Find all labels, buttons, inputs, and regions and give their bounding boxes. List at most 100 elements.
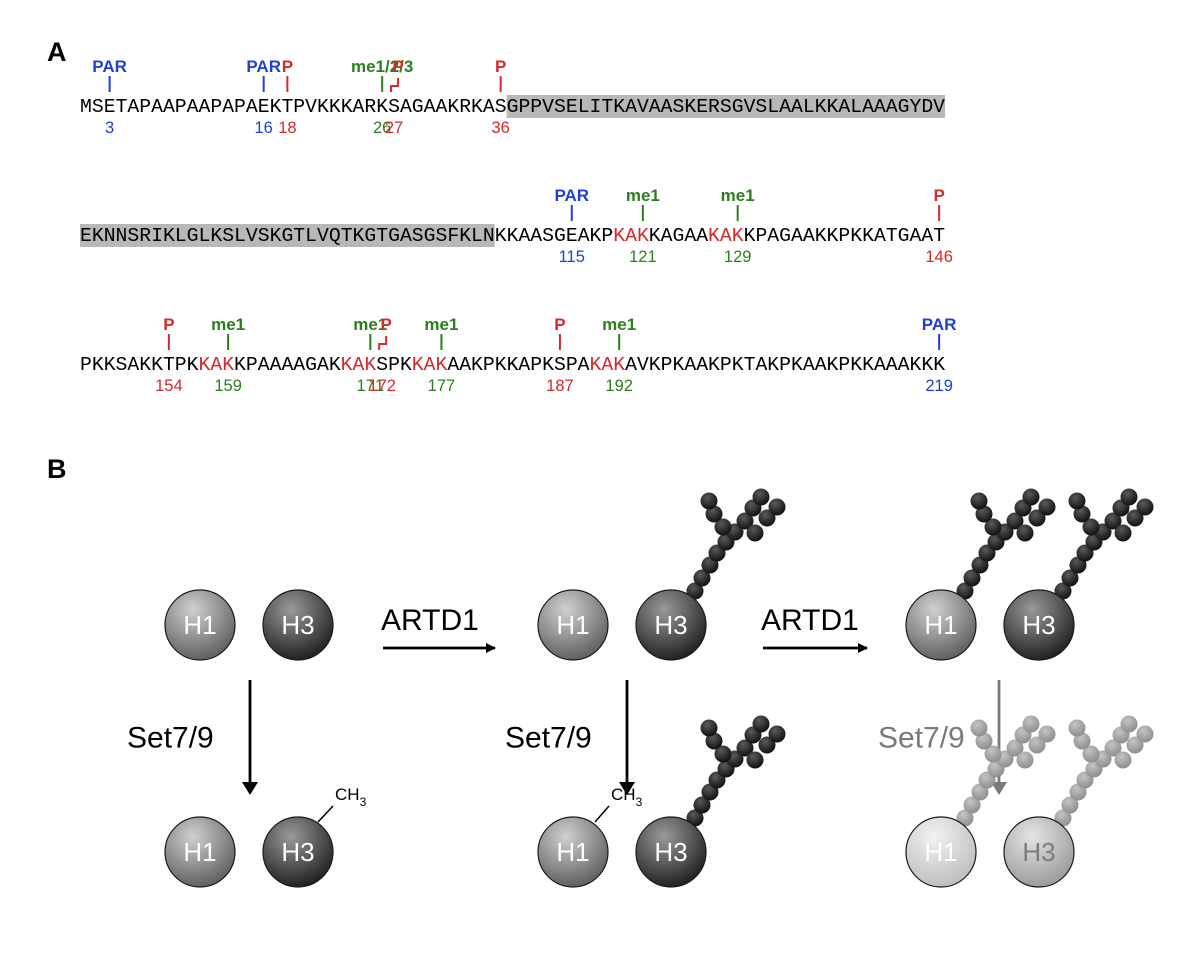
par-bead <box>1061 796 1079 814</box>
modification-mark: me1 129 <box>721 186 755 266</box>
h3-node: H3 <box>635 816 707 888</box>
residue-number: 36 <box>491 119 509 137</box>
par-bead <box>1006 739 1024 757</box>
sequence-segment: EKNNSRIKLGLKSLVSKGTLVQTKGTGASGSFKLN <box>80 225 495 247</box>
artd1-arrow-1: ARTD1 <box>381 604 496 653</box>
h1-node: H1 <box>164 589 236 661</box>
h3-node-label: H3 <box>654 837 687 867</box>
par-bead <box>736 739 754 757</box>
par-bead <box>700 719 718 737</box>
par-chain <box>956 488 1056 600</box>
h1-node: H1 <box>905 589 977 661</box>
modification-mark: me1 171 <box>353 315 387 395</box>
enzyme-label: Set7/9 <box>878 722 965 755</box>
par-bead <box>705 505 723 523</box>
mark-label: PAR <box>246 57 281 76</box>
modification-mark: P 36 <box>491 57 509 137</box>
enzyme-label: Set7/9 <box>505 722 592 755</box>
panel-a-label: A <box>47 37 67 67</box>
par-bead <box>963 796 981 814</box>
mark-label: P <box>495 57 506 76</box>
sequence-segment: KAGAA <box>649 225 709 247</box>
h3-node-circle <box>262 816 334 888</box>
h1-node-faded-label: H1 <box>924 837 957 867</box>
par-bead <box>1082 745 1100 763</box>
par-bead <box>1126 509 1144 527</box>
arrow-head <box>991 782 1007 795</box>
par-bead <box>768 498 786 516</box>
h1-node: H1 <box>537 589 609 661</box>
artd1-arrow-2: ARTD1 <box>761 604 868 653</box>
modification-mark: P18 <box>278 57 296 137</box>
par-bead <box>752 715 770 733</box>
par-chain <box>686 488 786 600</box>
h3-node-circle <box>1003 589 1075 661</box>
residue-number: 16 <box>254 119 272 137</box>
mark-tick <box>390 78 400 92</box>
par-bead <box>975 732 993 750</box>
residue-number: 18 <box>278 119 296 137</box>
residue-number: 172 <box>368 377 396 395</box>
par-bead <box>752 488 770 506</box>
h3-node: H3 <box>635 589 707 661</box>
residue-number: 187 <box>546 377 574 395</box>
residue-number: 171 <box>357 377 385 395</box>
residue-number: 192 <box>605 377 633 395</box>
h1-node-label: H1 <box>183 610 216 640</box>
par-bead <box>975 505 993 523</box>
par-bead <box>1114 524 1132 542</box>
h3-node-label: H3 <box>654 610 687 640</box>
par-bead <box>1126 736 1144 754</box>
par-bead <box>1073 732 1091 750</box>
mark-tick <box>378 336 388 350</box>
residue-number: 3 <box>105 119 114 137</box>
enzyme-label: ARTD1 <box>381 604 479 637</box>
par-bead <box>956 582 974 600</box>
h1-node: H1 <box>537 816 609 888</box>
par-bead <box>970 492 988 510</box>
par-bead <box>1068 492 1086 510</box>
par-chain <box>1054 488 1154 600</box>
mark-label: PAR <box>922 315 957 334</box>
h1-node-circle <box>164 589 236 661</box>
par-bead <box>1073 505 1091 523</box>
set79-arrow-2: Set7/9 <box>505 680 635 795</box>
residue-number: 159 <box>214 377 242 395</box>
methyl-group: CH3 <box>594 785 643 823</box>
panel-b-label: B <box>47 454 67 484</box>
h1-node-circle <box>164 816 236 888</box>
h1-node-circle <box>537 816 609 888</box>
par-bead <box>1104 739 1122 757</box>
sequence-segment: KPAGAAKKPKKATGAAT <box>744 225 945 247</box>
kak-motif: KAK <box>613 225 649 247</box>
residue-number: 115 <box>559 248 585 266</box>
mark-label: me1 <box>721 186 755 205</box>
h3-node-circle <box>262 589 334 661</box>
par-bead <box>686 809 704 827</box>
mark-label: me1 <box>211 315 245 334</box>
par-bead <box>1061 569 1079 587</box>
par-bead <box>984 518 1002 536</box>
par-bead <box>714 745 732 763</box>
methyl-bond <box>594 805 610 823</box>
mark-label: me1 <box>626 186 660 205</box>
par-chain-faded <box>956 715 1056 827</box>
arrow-head <box>242 782 258 795</box>
residue-number: 154 <box>155 377 183 395</box>
sequence-segment: AVKPKAAKPKTAKPKAAKPKKAAAKKK <box>625 354 945 376</box>
par-bead <box>1022 488 1040 506</box>
residue-number: 146 <box>925 248 953 266</box>
h1-node-faded-circle <box>905 816 977 888</box>
kak-motif: KAK <box>412 354 448 376</box>
mark-label: P <box>392 57 403 76</box>
mark-label: me1 <box>353 315 387 334</box>
residue-number: 129 <box>724 248 752 266</box>
h3-node: H3 <box>262 589 334 661</box>
h1-node-circle <box>905 589 977 661</box>
methyl-label: CH3 <box>611 785 643 809</box>
